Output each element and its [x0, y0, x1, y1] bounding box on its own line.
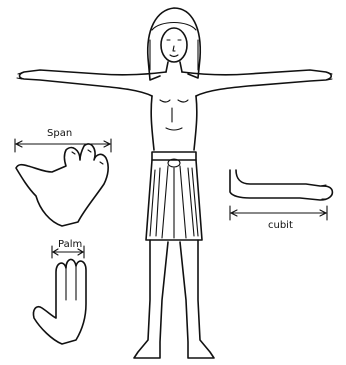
palm-label: Palm [58, 239, 82, 250]
cubit-arm [230, 170, 332, 220]
span-hand [15, 139, 111, 226]
span-label: Span [47, 128, 72, 139]
palm-hand [33, 246, 86, 344]
egyptian-figure [17, 8, 332, 358]
cubit-label: cubit [268, 220, 293, 231]
